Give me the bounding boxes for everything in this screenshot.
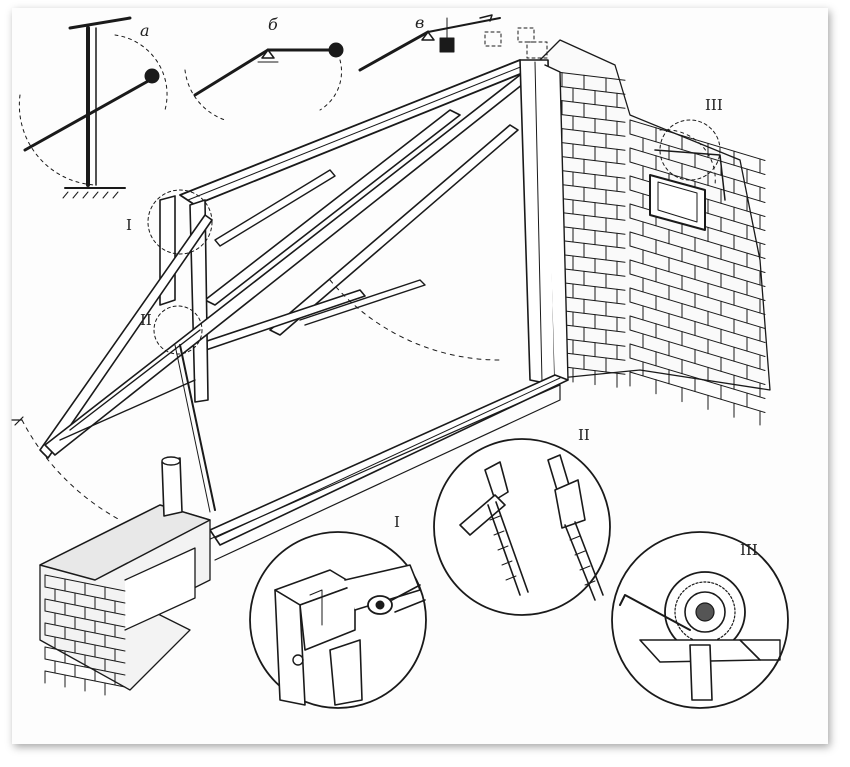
scheme-a: а	[18, 16, 168, 199]
label-view-b: б	[268, 15, 278, 34]
scheme-b: б	[184, 15, 344, 121]
gate-posts	[207, 41, 569, 561]
label-view-a: а	[140, 21, 150, 40]
detail-node-1: I	[249, 513, 427, 709]
scheme-v: в	[358, 13, 535, 72]
brick-pillar	[39, 456, 211, 696]
label-node-3: III	[705, 96, 723, 114]
label-node-2: II	[140, 311, 152, 329]
label-view-v: в	[415, 13, 424, 32]
label-detail-3: III	[740, 541, 758, 559]
gate-leaf: I II	[11, 59, 536, 521]
detail-node-2: II	[433, 426, 611, 616]
detail-node-3: III	[611, 531, 789, 709]
brick-wall: III	[539, 39, 771, 426]
label-detail-2: II	[578, 426, 590, 444]
label-detail-1: I	[394, 513, 400, 531]
label-node-1: I	[126, 216, 132, 234]
